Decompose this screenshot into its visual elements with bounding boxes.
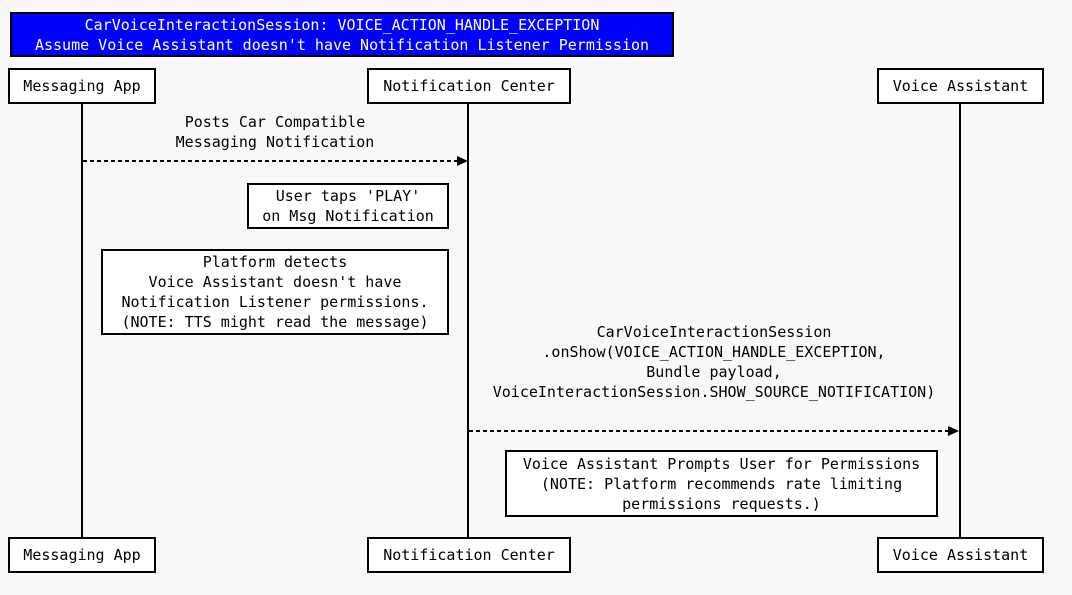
message-label-onshow-exception: CarVoiceInteractionSession .onShow(VOICE… xyxy=(492,323,936,401)
message-arrow-onshow-exception xyxy=(469,430,948,432)
note-voice-assistant-prompts-user: Voice Assistant Prompts User for Permiss… xyxy=(505,450,938,517)
participant-label: Notification Center xyxy=(383,77,555,95)
lifeline-voice-assistant xyxy=(959,104,961,537)
participant-label: Voice Assistant xyxy=(892,77,1029,95)
arrowhead-right-icon xyxy=(948,426,959,436)
participant-box-voice-assistant-top: Voice Assistant xyxy=(877,68,1044,104)
lifeline-messaging-app xyxy=(81,104,83,537)
diagram-title-line1: CarVoiceInteractionSession: VOICE_ACTION… xyxy=(84,15,600,34)
participant-box-messaging-app-bottom: Messaging App xyxy=(8,537,156,573)
arrowhead-right-icon xyxy=(457,156,468,166)
note-platform-detects-permissions: Platform detects Voice Assistant doesn't… xyxy=(101,249,449,335)
participant-label: Messaging App xyxy=(23,77,141,95)
participant-box-voice-assistant-bottom: Voice Assistant xyxy=(877,537,1044,573)
participant-box-notification-center-top: Notification Center xyxy=(367,68,571,104)
participant-box-messaging-app-top: Messaging App xyxy=(8,68,156,104)
message-label-posts-notification: Posts Car Compatible Messaging Notificat… xyxy=(175,113,375,151)
participant-label: Notification Center xyxy=(383,546,555,564)
message-arrow-posts-notification xyxy=(83,160,457,162)
diagram-title-line2: Assume Voice Assistant doesn't have Noti… xyxy=(34,35,650,54)
lifeline-notification-center xyxy=(467,104,469,537)
participant-label: Voice Assistant xyxy=(892,546,1029,564)
diagram-title-banner: CarVoiceInteractionSession: VOICE_ACTION… xyxy=(10,12,674,57)
note-user-taps-play: User taps 'PLAY' on Msg Notification xyxy=(247,183,449,229)
participant-box-notification-center-bottom: Notification Center xyxy=(367,537,571,573)
participant-label: Messaging App xyxy=(23,546,141,564)
